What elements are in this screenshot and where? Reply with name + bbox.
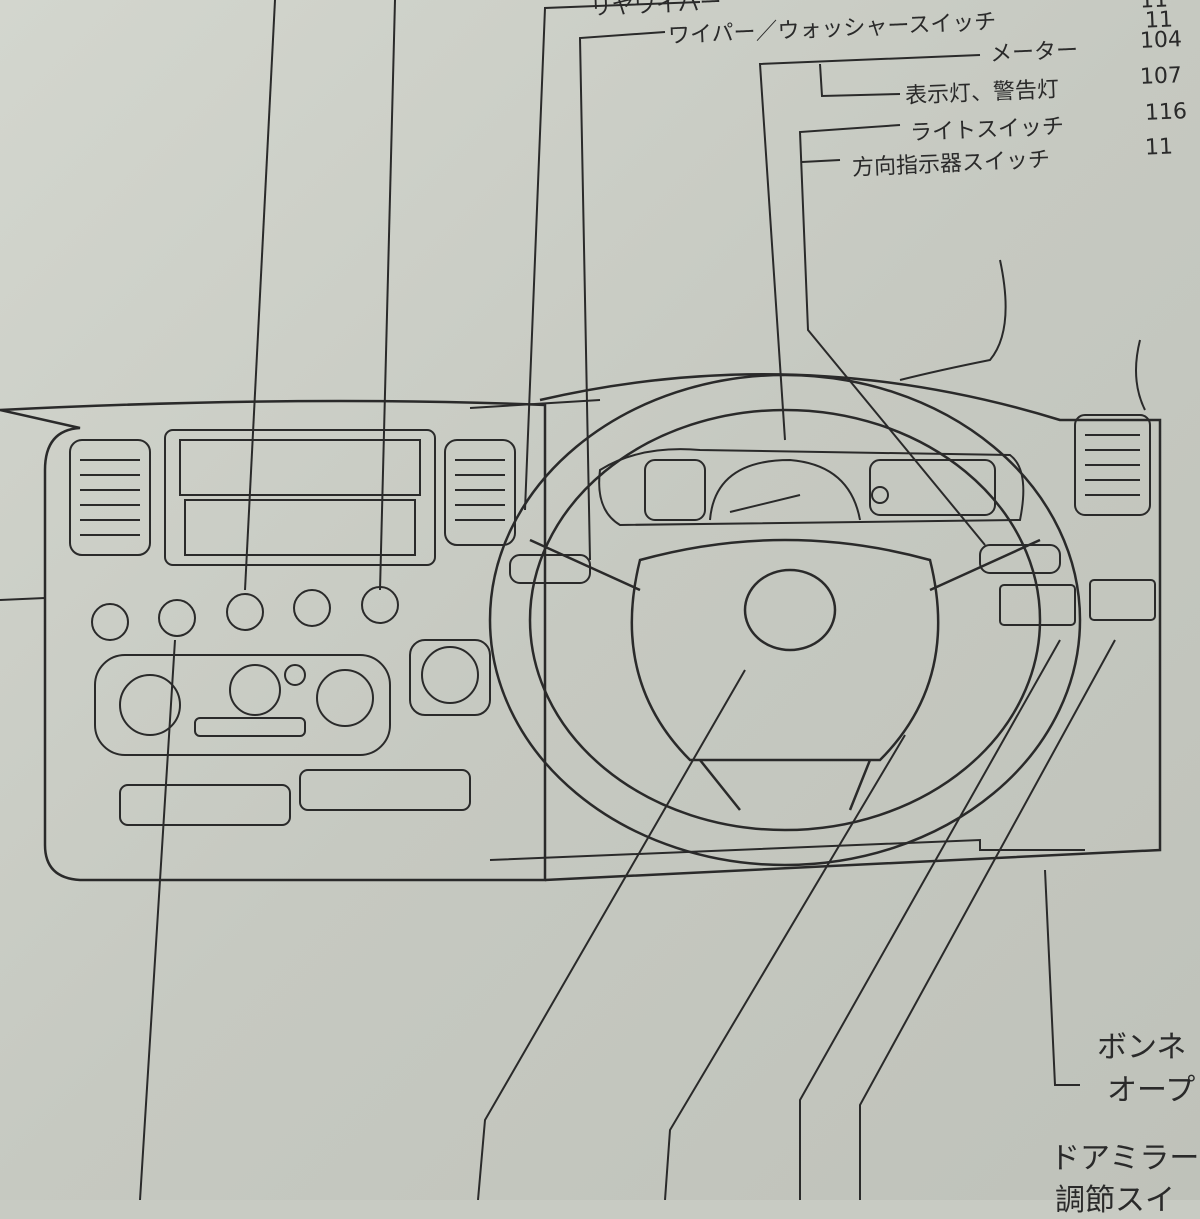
callout-indicator-warning-lights: 表示灯、警告灯 — [904, 77, 1060, 109]
right-air-vent — [1074, 414, 1151, 516]
left-air-vent — [69, 439, 151, 556]
leader-lines — [139, 0, 1116, 1200]
callout-indicator-page: 107 — [1139, 63, 1183, 90]
heater-controls — [94, 639, 491, 756]
center-air-vent — [444, 439, 516, 546]
callout-door-mirror-line1: ドアミラー — [1050, 1141, 1200, 1176]
callout-meter: メーター — [989, 38, 1079, 67]
audio-unit — [164, 429, 436, 566]
switch-buttons — [91, 586, 399, 641]
callout-light-switch-page: 116 — [1144, 99, 1188, 126]
callout-bonnet-line1: ボンネ — [1097, 1030, 1187, 1065]
callout-meter-page: 104 — [1139, 27, 1183, 54]
lower-vents — [119, 769, 471, 826]
callout-bonnet-line2: オープ — [1107, 1073, 1196, 1108]
callout-turn-signal-page: 11 — [1144, 134, 1174, 161]
callout-door-mirror-line2: 調節スイ — [1055, 1183, 1175, 1218]
steering-wheel — [488, 373, 1082, 867]
stalk-switches — [509, 544, 1156, 626]
